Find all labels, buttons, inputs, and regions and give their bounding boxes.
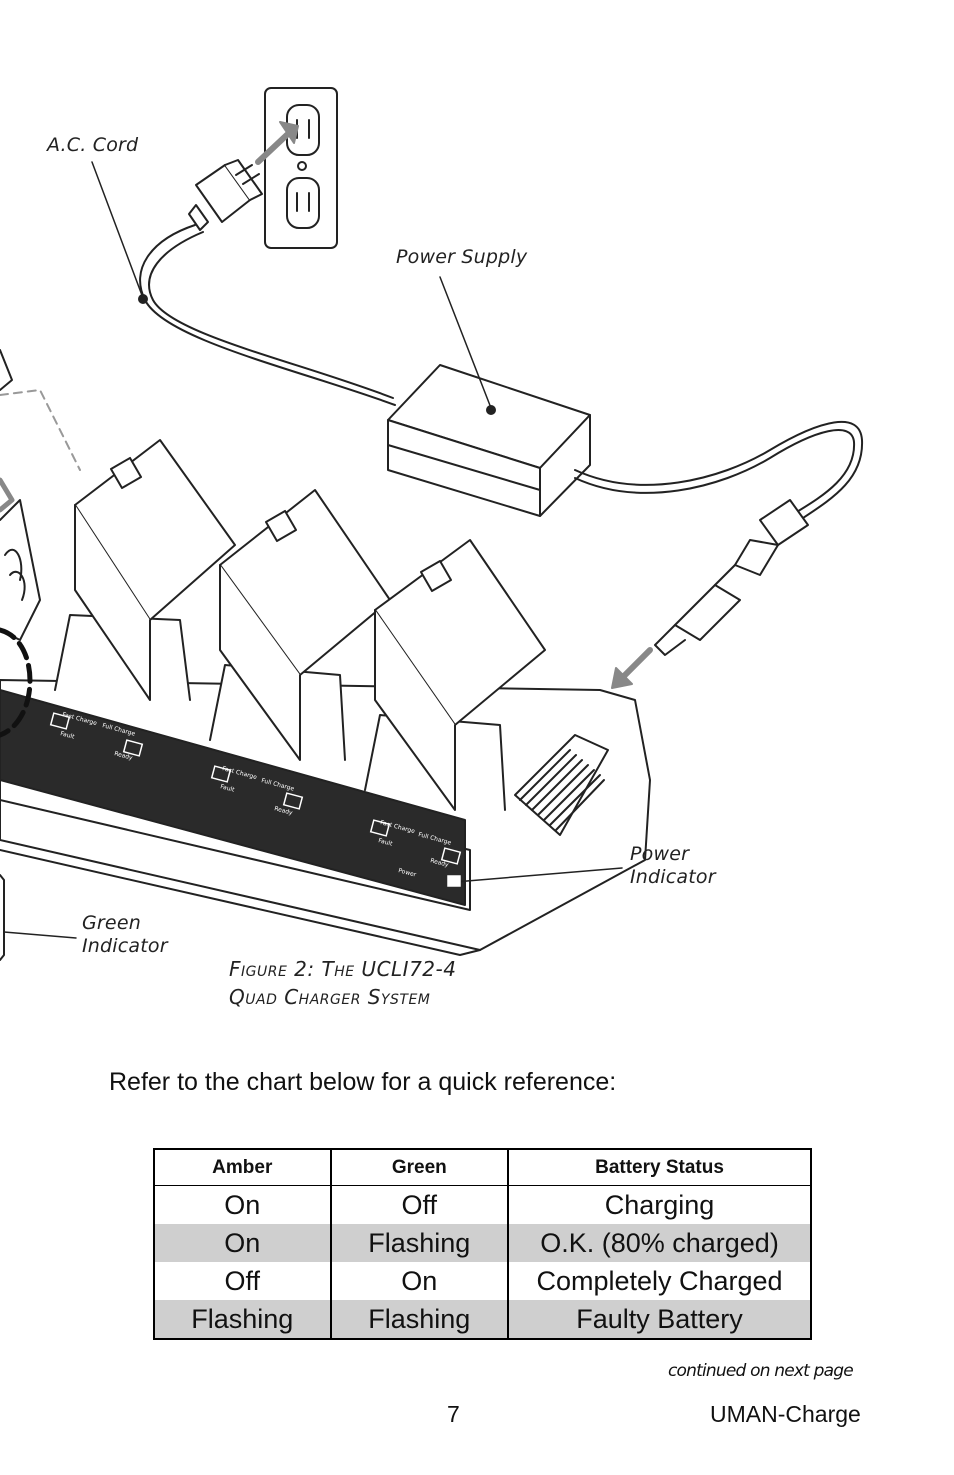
- header-battery-status: Battery Status: [507, 1149, 811, 1186]
- callout-ac-cord-text: A.C. Cord: [47, 134, 139, 156]
- table-cell: Charging: [507, 1185, 811, 1224]
- panel-label-ready: Ready: [429, 857, 449, 869]
- table-cell: O.K. (80% charged): [507, 1224, 811, 1262]
- callout-power-indicator-line1: Power: [630, 843, 690, 865]
- intro-text: Refer to the chart below for a quick ref…: [109, 1068, 617, 1096]
- table-cell: Completely Charged: [507, 1262, 811, 1300]
- battery-3: [374, 539, 546, 811]
- table-cell: Faulty Battery: [507, 1300, 811, 1339]
- panel-label-fault: Fault: [377, 837, 393, 848]
- table-row: On Off Charging: [153, 1185, 811, 1224]
- panel-label-ready: Ready: [273, 805, 293, 817]
- table-cell: Flashing: [153, 1300, 331, 1339]
- table-cell: Off: [153, 1262, 331, 1300]
- figure-caption-line2: Quad Charger System: [229, 985, 431, 1009]
- continued-note: continued on next page: [668, 1361, 854, 1381]
- table-cell: On: [153, 1224, 331, 1262]
- panel-label-fault: Fault: [219, 783, 235, 794]
- panel-label-fault: Fault: [59, 730, 75, 741]
- battery-2: [219, 489, 391, 761]
- table-cell: On: [329, 1262, 509, 1300]
- table-cell: Flashing: [329, 1300, 509, 1339]
- callout-green-indicator-line2: Indicator: [82, 935, 168, 957]
- table-cell: On: [153, 1185, 331, 1224]
- battery-status-table: Amber Green Battery Status On Off Chargi…: [153, 1148, 812, 1340]
- callout-power-indicator-line2: Indicator: [630, 866, 716, 888]
- callout-power-supply-text: Power Supply: [396, 246, 528, 268]
- ac-plug: [188, 159, 263, 231]
- header-amber: Amber: [153, 1149, 331, 1186]
- wall-outlet: [264, 87, 338, 249]
- table-row: Off On Completely Charged: [153, 1262, 811, 1300]
- callout-power-supply: Power Supply: [396, 246, 527, 269]
- callout-ac-cord: A.C. Cord: [47, 134, 138, 157]
- table-row: Flashing Flashing Faulty Battery: [153, 1300, 811, 1339]
- table-row: On Flashing O.K. (80% charged): [153, 1224, 811, 1262]
- callout-green-indicator: Green Indicator: [82, 912, 168, 958]
- figure-caption: Figure 2: The UCLI72-4 Quad Charger Syst…: [229, 955, 456, 1011]
- power-supply-brick: [387, 364, 591, 517]
- document-id: UMAN-Charge: [710, 1401, 861, 1427]
- callout-green-indicator-line1: Green: [82, 912, 141, 934]
- table-header-row: Amber Green Battery Status: [153, 1149, 811, 1186]
- panel-label-power: Power: [397, 867, 417, 879]
- table-cell: Flashing: [329, 1224, 509, 1262]
- callout-power-indicator: Power Indicator: [630, 843, 716, 889]
- panel-label-ready: Ready: [113, 750, 133, 762]
- figure-caption-line1: Figure 2: The UCLI72-4: [229, 957, 457, 981]
- table-cell: Off: [329, 1185, 509, 1224]
- page-number: 7: [447, 1401, 460, 1427]
- quad-charger-illustration: Fast Charge Full Charge Fault Ready Fast…: [0, 87, 864, 961]
- battery-1: [74, 439, 236, 701]
- header-green: Green: [329, 1149, 509, 1186]
